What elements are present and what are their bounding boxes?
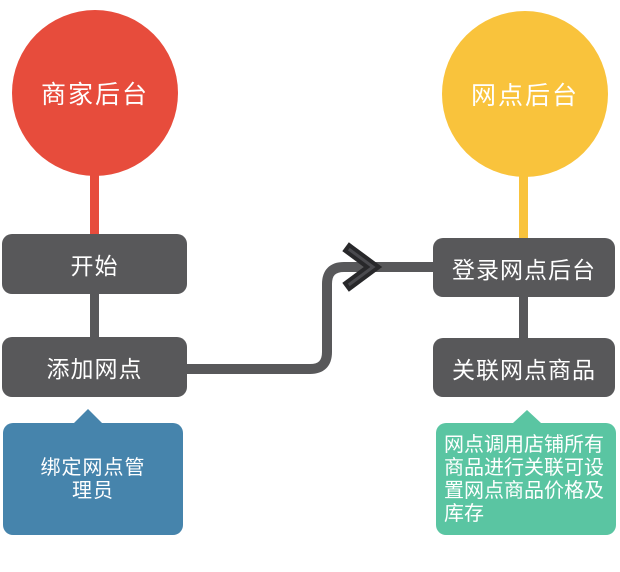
outlet-backend-circle: 网点后台 bbox=[442, 11, 608, 177]
step-start-box: 开始 bbox=[2, 234, 187, 294]
link-products-note-callout: 网点调用店铺所有 商品进行关联可设 置网点商品价格及 库存 bbox=[436, 423, 616, 535]
merchant-stem-line bbox=[90, 170, 99, 236]
bind-manager-callout: 绑定网点管 理员 bbox=[3, 423, 183, 535]
callout-line: 商品进行关联可设 bbox=[444, 455, 604, 479]
outlet-stem-line bbox=[519, 172, 528, 240]
callout-line: 理员 bbox=[72, 478, 114, 502]
callout-line: 网点调用店铺所有 bbox=[444, 432, 604, 456]
connector-line bbox=[187, 262, 433, 374]
merchant-backend-circle: 商家后台 bbox=[12, 10, 178, 176]
blue-callout-pointer bbox=[74, 409, 102, 423]
step-link-products-box: 关联网点商品 bbox=[433, 338, 615, 397]
callout-line: 库存 bbox=[444, 501, 484, 525]
arrow-chevron-icon bbox=[342, 242, 383, 292]
left-vertical-connector bbox=[90, 292, 99, 339]
merchant-backend-label: 商家后台 bbox=[40, 80, 149, 109]
callout-line: 置网点商品价格及 bbox=[444, 478, 604, 502]
outlet-backend-label: 网点后台 bbox=[470, 81, 579, 110]
step-start-label: 开始 bbox=[70, 254, 119, 280]
step-login-outlet-label: 登录网点后台 bbox=[452, 257, 596, 284]
step-link-products-label: 关联网点商品 bbox=[452, 357, 596, 384]
step-add-outlet-label: 添加网点 bbox=[46, 357, 143, 383]
green-callout-pointer bbox=[513, 410, 541, 423]
step-login-outlet-box: 登录网点后台 bbox=[433, 238, 615, 297]
right-vertical-connector bbox=[519, 295, 528, 340]
step-add-outlet-box: 添加网点 bbox=[2, 337, 187, 397]
callout-line: 绑定网点管 bbox=[40, 455, 146, 479]
arrow-chevron-inner bbox=[347, 247, 376, 287]
